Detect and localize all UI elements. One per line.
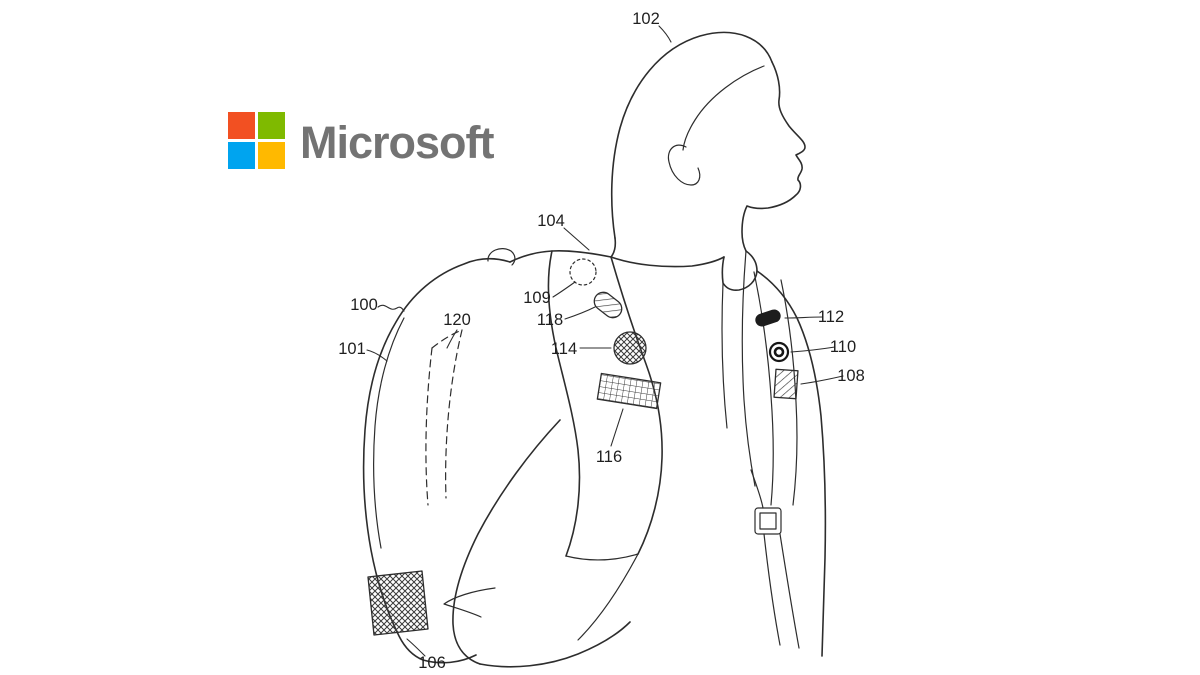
ref-label-120: 120	[443, 311, 471, 329]
person-figure	[443, 31, 827, 668]
shoulder-strap-outer	[547, 250, 581, 557]
pocket-dashed-side-1	[445, 329, 463, 499]
device-109-dotted-circle	[569, 258, 597, 286]
leader-108	[800, 375, 844, 385]
arm-inner-line	[577, 553, 639, 641]
device-108-module	[773, 368, 799, 400]
ref-label-114: 114	[551, 340, 577, 358]
logo-square-green	[258, 112, 285, 139]
pocket-dashed-top	[431, 329, 463, 349]
leader-120	[446, 329, 458, 349]
sternum-strap-right	[780, 279, 798, 506]
sternum-cord	[750, 469, 764, 509]
logo-square-red	[228, 112, 255, 139]
strap-tail-1	[763, 533, 781, 646]
device-118-button	[593, 291, 623, 319]
strap-tail-2	[779, 533, 800, 649]
collar-back	[610, 256, 725, 268]
ref-label-100: 100	[350, 296, 378, 314]
strap-buckle	[754, 507, 782, 535]
device-110-ring-outer	[768, 341, 790, 363]
backpack-handle	[487, 248, 516, 266]
strap-devices	[569, 258, 799, 410]
leader-101	[366, 349, 388, 362]
leader-116	[610, 408, 624, 447]
backpack-seam	[373, 317, 405, 549]
shoulder-strap-inner	[610, 256, 663, 555]
collar-front	[721, 250, 758, 291]
strap-buckle-inner	[759, 512, 777, 530]
shirt-placket-outer	[741, 250, 756, 487]
device-112-button	[755, 309, 781, 327]
ref-label-106: 106	[418, 654, 446, 672]
leader-118	[564, 306, 596, 320]
face-profile	[741, 61, 806, 252]
backpack-patch-106	[367, 570, 429, 636]
left-shoulder	[509, 250, 612, 263]
ref-label-109: 109	[523, 289, 551, 307]
leader-102	[658, 25, 672, 43]
logo-square-blue	[228, 142, 255, 169]
ref-label-112: 112	[818, 308, 844, 326]
microsoft-wordmark: Microsoft	[300, 117, 495, 168]
ref-label-104: 104	[537, 212, 565, 230]
hair-outline	[610, 31, 773, 239]
ref-label-110: 110	[830, 338, 856, 356]
ref-label-118: 118	[537, 311, 563, 329]
ref-label-108: 108	[837, 367, 865, 385]
backpack-outer-edge	[362, 258, 511, 664]
device-110-ring-inner	[773, 346, 785, 358]
shoulder-strap-bottom	[565, 553, 639, 561]
arm-outer-edge	[452, 419, 561, 665]
ear	[667, 144, 701, 186]
reference-labels: 100 101 102 104 106 108 109 110 112 114 …	[338, 10, 865, 672]
microsoft-logo: Microsoft	[228, 112, 496, 169]
arm-bottom-edge	[479, 621, 631, 668]
leader-106	[406, 638, 426, 657]
backpack	[362, 248, 800, 664]
leader-104	[563, 227, 590, 251]
back-of-neck	[610, 237, 617, 258]
ref-label-101: 101	[338, 340, 366, 358]
leader-112	[784, 316, 824, 319]
leader-109	[552, 281, 576, 298]
leader-110	[790, 346, 836, 353]
torso-right-edge	[756, 270, 827, 657]
shirt-placket-inner	[721, 282, 728, 429]
sleeve-crease	[443, 587, 496, 618]
leader-100	[377, 304, 405, 312]
device-114-speaker	[613, 331, 647, 365]
hairline	[682, 65, 765, 151]
sternum-strap-left	[753, 271, 774, 506]
logo-square-yellow	[258, 142, 285, 169]
leader-lines	[366, 25, 844, 657]
ref-label-102: 102	[632, 10, 660, 28]
device-116-grid-panel	[596, 372, 662, 410]
ref-label-116: 116	[596, 448, 622, 466]
pocket-dashed-side-2	[425, 347, 433, 506]
